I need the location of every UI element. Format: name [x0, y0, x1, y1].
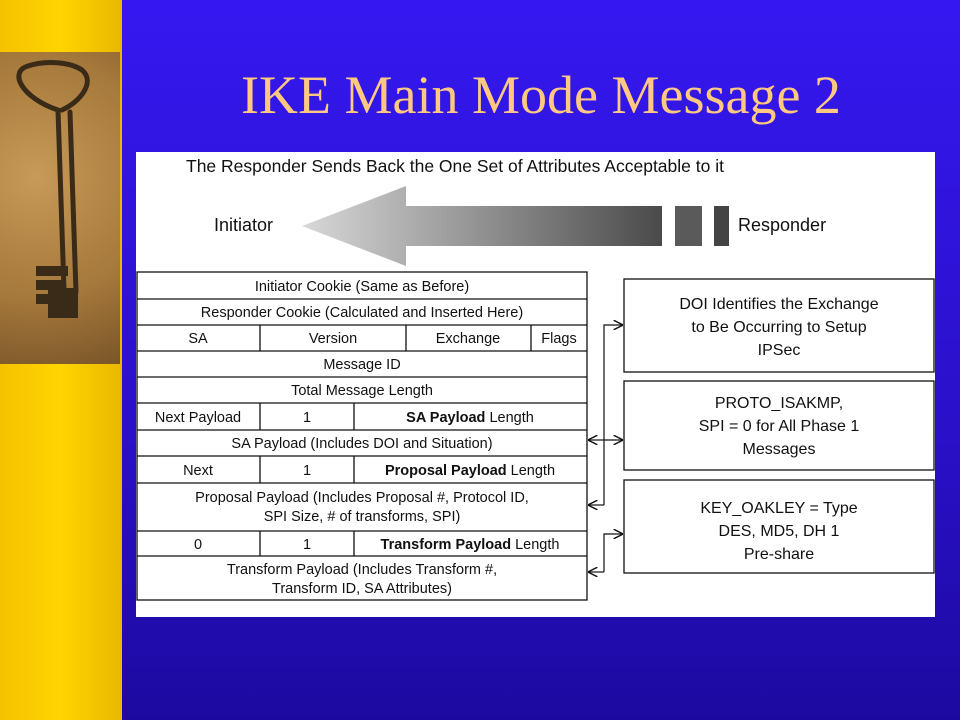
sa-payload-desc-cell: SA Payload (Includes DOI and Situation)	[231, 436, 492, 452]
key-note-line-2: DES, MD5, DH 1	[719, 523, 840, 540]
key-note-line-3: Pre-share	[744, 546, 814, 563]
key-connector-arrow	[603, 534, 622, 572]
key-icon	[16, 60, 90, 318]
ike-message-diagram: The Responder Sends Back the One Set of …	[136, 156, 935, 601]
transform-desc-line-1: Transform Payload (Includes Transform #,	[227, 562, 497, 578]
proposal-desc-line-1: Proposal Payload (Includes Proposal #, P…	[195, 490, 529, 506]
packet-table	[136, 271, 588, 601]
key-image	[0, 52, 120, 364]
transform-payload-bold: Transform Payload	[381, 537, 512, 553]
message-id-cell: Message ID	[323, 357, 400, 373]
proto-connector-arrow	[603, 440, 622, 505]
transform-payload-length-text: Length	[511, 537, 559, 553]
next-cell: Next	[183, 463, 213, 479]
initiator-cookie-cell: Initiator Cookie (Same as Before)	[255, 279, 469, 295]
doi-note-line-3: IPSec	[758, 342, 801, 359]
connector-arrows	[589, 325, 622, 572]
proposal-one-cell: 1	[303, 463, 311, 479]
responder-label: Responder	[738, 215, 826, 235]
total-length-cell: Total Message Length	[291, 383, 433, 399]
proposal-payload-length-text: Length	[507, 463, 555, 479]
doi-connector-arrow	[603, 325, 622, 440]
version-cell: Version	[309, 331, 357, 347]
proposal-payload-bold: Proposal Payload	[385, 463, 507, 479]
sa-payload-length-cell: SA Payload Length	[406, 410, 534, 426]
sa-payload-length-text: Length	[485, 410, 533, 426]
proto-note-line-2: SPI = 0 for All Phase 1	[699, 418, 860, 435]
initiator-label: Initiator	[214, 215, 273, 235]
annotation-boxes	[623, 278, 935, 574]
zero-cell: 0	[194, 537, 202, 553]
proto-note-line-1: PROTO_ISAKMP,	[715, 395, 843, 412]
proto-note-line-3: Messages	[743, 441, 816, 458]
transform-one-cell: 1	[303, 537, 311, 553]
flags-cell: Flags	[541, 331, 576, 347]
diagram: The Responder Sends Back the One Set of …	[136, 152, 935, 617]
sa-cell: SA	[188, 331, 208, 347]
next-payload-cell: Next Payload	[155, 410, 241, 426]
doi-note-line-1: DOI Identifies the Exchange	[679, 296, 878, 313]
initiator-arrow-icon	[302, 186, 662, 266]
proposal-desc-line-2: SPI Size, # of transforms, SPI)	[264, 509, 461, 525]
sa-one-cell: 1	[303, 410, 311, 426]
arrow-tail-block-icon	[675, 206, 702, 246]
slide-title: IKE Main Mode Message 2	[241, 65, 841, 125]
responder-cookie-cell: Responder Cookie (Calculated and Inserte…	[201, 305, 523, 321]
transform-desc-line-2: Transform ID, SA Attributes)	[272, 581, 452, 597]
transform-payload-length-cell: Transform Payload Length	[381, 537, 560, 553]
diagram-heading: The Responder Sends Back the One Set of …	[186, 156, 724, 176]
arrow-tail-bar-icon	[714, 206, 729, 246]
key-note-line-1: KEY_OAKLEY = Type	[700, 500, 857, 517]
exchange-cell: Exchange	[436, 331, 501, 347]
proposal-payload-length-cell: Proposal Payload Length	[385, 463, 555, 479]
doi-note-line-2: to Be Occurring to Setup	[691, 319, 866, 336]
sa-payload-bold: SA Payload	[406, 410, 485, 426]
